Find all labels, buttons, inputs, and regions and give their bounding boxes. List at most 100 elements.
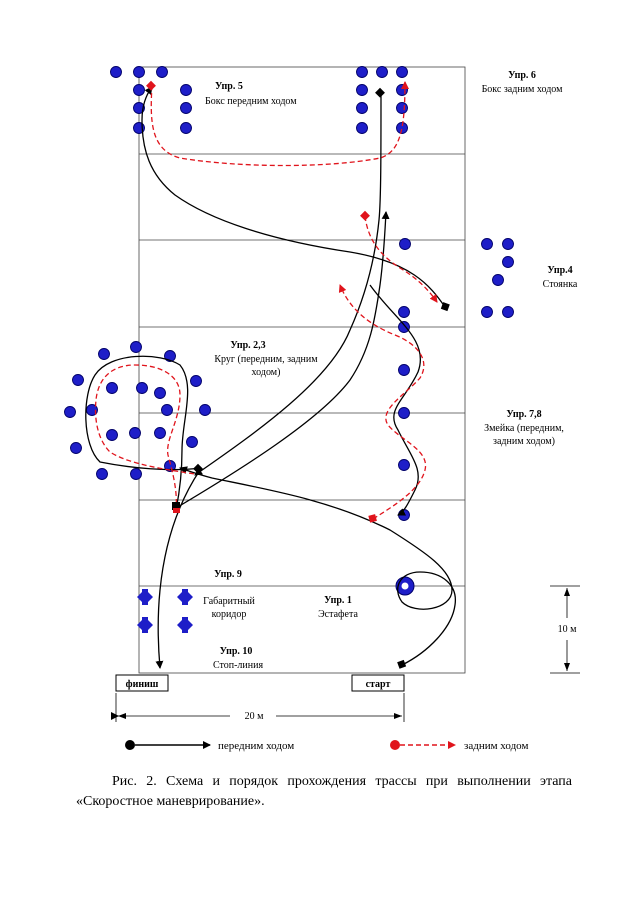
forward-path-box5 <box>141 86 446 308</box>
ex23-desc-line1: Круг (передним, задним <box>214 354 318 365</box>
cone <box>72 374 84 386</box>
corridor-marker <box>137 617 153 633</box>
ex78-title: Упр. 7,8 <box>506 409 541 420</box>
forward-path-snake <box>369 284 421 516</box>
corridor-markers <box>137 589 193 633</box>
track-field <box>138 66 466 674</box>
ex23-title: Упр. 2,3 <box>230 340 265 351</box>
corridor-marker <box>177 617 193 633</box>
cone <box>133 66 145 78</box>
width-label: 20 м <box>245 711 265 722</box>
field-border <box>138 66 466 674</box>
ex9-desc-line2: коридор <box>212 609 247 620</box>
reverse-path-circle <box>94 364 196 513</box>
cone <box>502 306 514 318</box>
cone <box>356 84 368 96</box>
cone <box>502 238 514 250</box>
cone <box>133 102 145 114</box>
finish-label: финиш <box>126 679 159 690</box>
relay-post <box>395 576 415 596</box>
cone <box>154 387 166 399</box>
corridor-marker <box>177 589 193 605</box>
red-marker <box>368 514 377 523</box>
cone <box>106 382 118 394</box>
cone <box>129 427 141 439</box>
start-marker-square <box>397 659 407 669</box>
legend-reverse-label: задним ходом <box>464 740 528 752</box>
cone <box>398 459 410 471</box>
forward-path-to-finish <box>155 469 201 669</box>
red-marker <box>173 508 180 513</box>
ex4-title: Упр.4 <box>547 265 572 276</box>
ex78-desc-line1: Змейка (передним, <box>484 423 564 434</box>
cone <box>398 509 410 521</box>
cone <box>186 436 198 448</box>
cone <box>161 404 173 416</box>
cone <box>98 348 110 360</box>
forward-path-box6 <box>194 92 382 476</box>
cone <box>356 66 368 78</box>
cone <box>110 66 122 78</box>
cone <box>502 256 514 268</box>
legend: передним ходом задним ходом <box>125 740 528 752</box>
height-dimension: 10 м <box>550 585 580 674</box>
cone <box>396 102 408 114</box>
cone <box>64 406 76 418</box>
legend-reverse-dot <box>390 740 400 750</box>
ex10-desc: Стоп-линия <box>213 660 264 671</box>
cone <box>398 364 410 376</box>
cone <box>133 84 145 96</box>
cone <box>130 468 142 480</box>
ex10-title: Упр. 10 <box>220 646 253 657</box>
cone <box>356 102 368 114</box>
cone <box>396 84 408 96</box>
finish-box: финиш <box>115 674 169 692</box>
cone <box>180 122 192 134</box>
cone <box>156 66 168 78</box>
ex5-desc: Бокс передним ходом <box>205 96 297 107</box>
cone <box>199 404 211 416</box>
ex23-desc-line2: ходом) <box>252 367 281 378</box>
reverse-path-snake <box>338 284 427 520</box>
ex1-title: Упр. 1 <box>324 595 352 606</box>
forward-path-circle-loop <box>85 355 201 511</box>
ex9-desc-line1: Габаритный <box>203 596 255 607</box>
cone <box>180 84 192 96</box>
cone <box>398 407 410 419</box>
corridor-marker <box>137 589 153 605</box>
cone <box>180 102 192 114</box>
start-label: старт <box>366 679 391 690</box>
cone <box>154 427 166 439</box>
exercise-labels: Упр. 5 Бокс передним ходом Упр. 6 Бокс з… <box>203 70 578 671</box>
cone <box>376 66 388 78</box>
ex5-title: Упр. 5 <box>215 81 243 92</box>
start-box: старт <box>351 674 405 692</box>
ex6-desc: Бокс задним ходом <box>482 84 564 95</box>
cone <box>136 382 148 394</box>
cone <box>398 321 410 333</box>
legend-forward-dot <box>125 740 135 750</box>
cone <box>481 306 493 318</box>
cone <box>399 238 411 250</box>
ex78-desc-line2: задним ходом) <box>493 436 555 447</box>
square-marker <box>172 502 180 510</box>
cone <box>190 375 202 387</box>
legend-forward-label: передним ходом <box>218 740 294 752</box>
cones-group <box>64 66 514 521</box>
ex1-desc: Эстафета <box>318 609 358 620</box>
width-dimension: 20 м <box>111 693 405 722</box>
cone <box>164 350 176 362</box>
cone <box>398 306 410 318</box>
figure-caption: Рис. 2. Схема и порядок прохождения трас… <box>76 774 572 809</box>
cone <box>96 468 108 480</box>
cone <box>356 122 368 134</box>
ex9-title: Упр. 9 <box>214 569 242 580</box>
diamond-marker <box>375 87 385 98</box>
reverse-path-parking <box>364 215 438 303</box>
red-marker <box>146 80 156 91</box>
ex6-title: Упр. 6 <box>508 70 536 81</box>
red-marker <box>360 210 370 221</box>
cone <box>106 429 118 441</box>
square-marker <box>440 302 450 312</box>
